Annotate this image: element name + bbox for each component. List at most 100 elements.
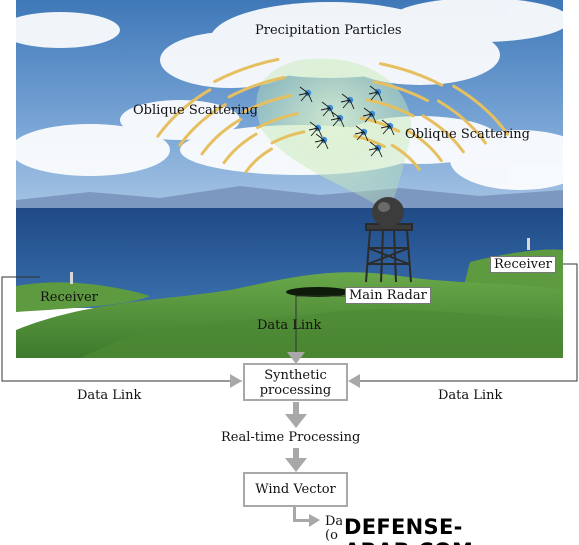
- scatter-arrow: [314, 139, 325, 143]
- wave-arc-right: [436, 99, 487, 145]
- scatter-arrow: [354, 131, 365, 135]
- synthetic-processing-box: Synthetic processing: [243, 363, 348, 401]
- arrow-to-output: [309, 514, 320, 527]
- radar-hole: [286, 287, 350, 297]
- radar-beam: [256, 58, 412, 210]
- scatter-arrow: [316, 139, 325, 149]
- label-output-partial-1: Da: [325, 514, 344, 529]
- scatter-arrow: [340, 99, 351, 103]
- label-output-partial-2: (o: [325, 528, 338, 543]
- label-receiver-left: Receiver: [40, 290, 98, 305]
- scatter-arrow: [331, 111, 341, 119]
- scatter-arrow: [321, 101, 331, 109]
- scatter-arrow: [363, 107, 373, 115]
- scatter-arrow: [339, 117, 345, 128]
- scatter-arrow: [349, 99, 355, 110]
- scatter-arrow: [377, 147, 383, 158]
- wave-arc-left: [256, 112, 299, 130]
- scatter-arrow: [330, 117, 341, 121]
- scatter-arrow: [370, 91, 379, 101]
- wave-arc-right: [366, 98, 415, 118]
- data-link-line-center: [295, 295, 348, 354]
- radar-dome: [372, 197, 404, 227]
- precipitation-particles: [298, 85, 395, 158]
- scatter-arrow: [371, 113, 377, 124]
- wave-arc-left: [270, 130, 306, 145]
- scatter-arrow: [315, 133, 325, 141]
- label-realtime: Real-time Processing: [221, 430, 361, 445]
- scatter-arrow: [323, 139, 329, 150]
- label-data-link-left: Data Link: [77, 388, 142, 403]
- scatter-arrow: [322, 107, 331, 117]
- label-oblique-left: Oblique Scattering: [133, 103, 258, 118]
- scatter-arrow: [380, 125, 391, 129]
- scatter-arrow: [389, 125, 395, 136]
- arrow-right-link: [348, 374, 360, 388]
- wave-arc-right: [379, 62, 444, 87]
- scatter-arrow: [300, 92, 309, 102]
- scatter-arrow: [308, 127, 319, 131]
- wave-arc-left: [241, 94, 293, 114]
- label-oblique-right: Oblique Scattering: [405, 127, 530, 142]
- wave-arc-right: [372, 80, 429, 103]
- label-data-link-right: Data Link: [438, 388, 503, 403]
- arrow-to-wind: [285, 458, 307, 472]
- data-link-line-left: [1, 276, 242, 382]
- scatter-arrow: [298, 92, 309, 96]
- radar-tower: [365, 223, 413, 283]
- data-link-line-right: [350, 263, 578, 382]
- arrow-left-link: [230, 374, 242, 388]
- scatter-arrow: [299, 86, 309, 94]
- watermark: DEFENSE-ARAB.COM: [342, 515, 579, 545]
- wave-arc-left: [222, 132, 258, 165]
- data-link-lines: [1, 263, 578, 382]
- scatter-arrow: [369, 141, 379, 149]
- scatter-arrow: [317, 127, 323, 138]
- scatter-arrow: [320, 107, 331, 111]
- label-main-radar: Main Radar: [345, 287, 431, 304]
- wave-arc-right: [353, 134, 386, 149]
- scatter-arrow: [363, 131, 369, 142]
- label-data-link-center: Data Link: [257, 318, 322, 333]
- landscape-photo: [16, 0, 563, 358]
- scatter-arrow: [370, 147, 379, 157]
- receiver-left-mast: [70, 272, 73, 284]
- wave-arc-left: [178, 103, 227, 147]
- label-precipitation: Precipitation Particles: [255, 23, 402, 38]
- scatter-arrow: [309, 121, 319, 129]
- arrow-into-synthetic: [287, 352, 305, 364]
- scatter-arrow: [332, 117, 341, 127]
- wave-arc-left: [213, 57, 280, 83]
- wind-vector-box: Wind Vector: [243, 472, 348, 507]
- wave-arc-right: [390, 143, 421, 171]
- synthetic-line-1: Synthetic: [264, 368, 327, 383]
- wave-arc-left: [227, 76, 286, 99]
- wave-arc-right: [359, 116, 401, 133]
- left-land: [16, 282, 150, 312]
- scatter-arrow: [368, 147, 379, 151]
- label-receiver-right: Receiver: [490, 256, 556, 273]
- scatter-arrow: [341, 93, 351, 101]
- scatter-arrow: [310, 127, 319, 137]
- receiver-right-mast: [527, 238, 530, 250]
- scatter-arrow: [377, 91, 383, 102]
- scattering-waves: [156, 57, 509, 174]
- wave-arc-right: [421, 114, 465, 154]
- scatter-arrow: [381, 119, 391, 127]
- scatter-arrow: [307, 92, 313, 103]
- scatter-arrow: [356, 131, 365, 141]
- scatter-arrow: [364, 113, 373, 123]
- wave-arc-left: [244, 147, 273, 174]
- scatter-arrow: [382, 125, 391, 135]
- arrow-to-realtime: [285, 414, 307, 428]
- scatter-arrow: [362, 113, 373, 117]
- wave-arc-left: [156, 88, 212, 138]
- scatter-arrow: [368, 91, 379, 95]
- flow-arrows: [230, 352, 360, 527]
- synthetic-line-2: processing: [259, 383, 332, 398]
- wave-arc-right: [406, 129, 443, 163]
- scatter-arrow: [369, 85, 379, 93]
- scatter-arrow: [355, 125, 365, 133]
